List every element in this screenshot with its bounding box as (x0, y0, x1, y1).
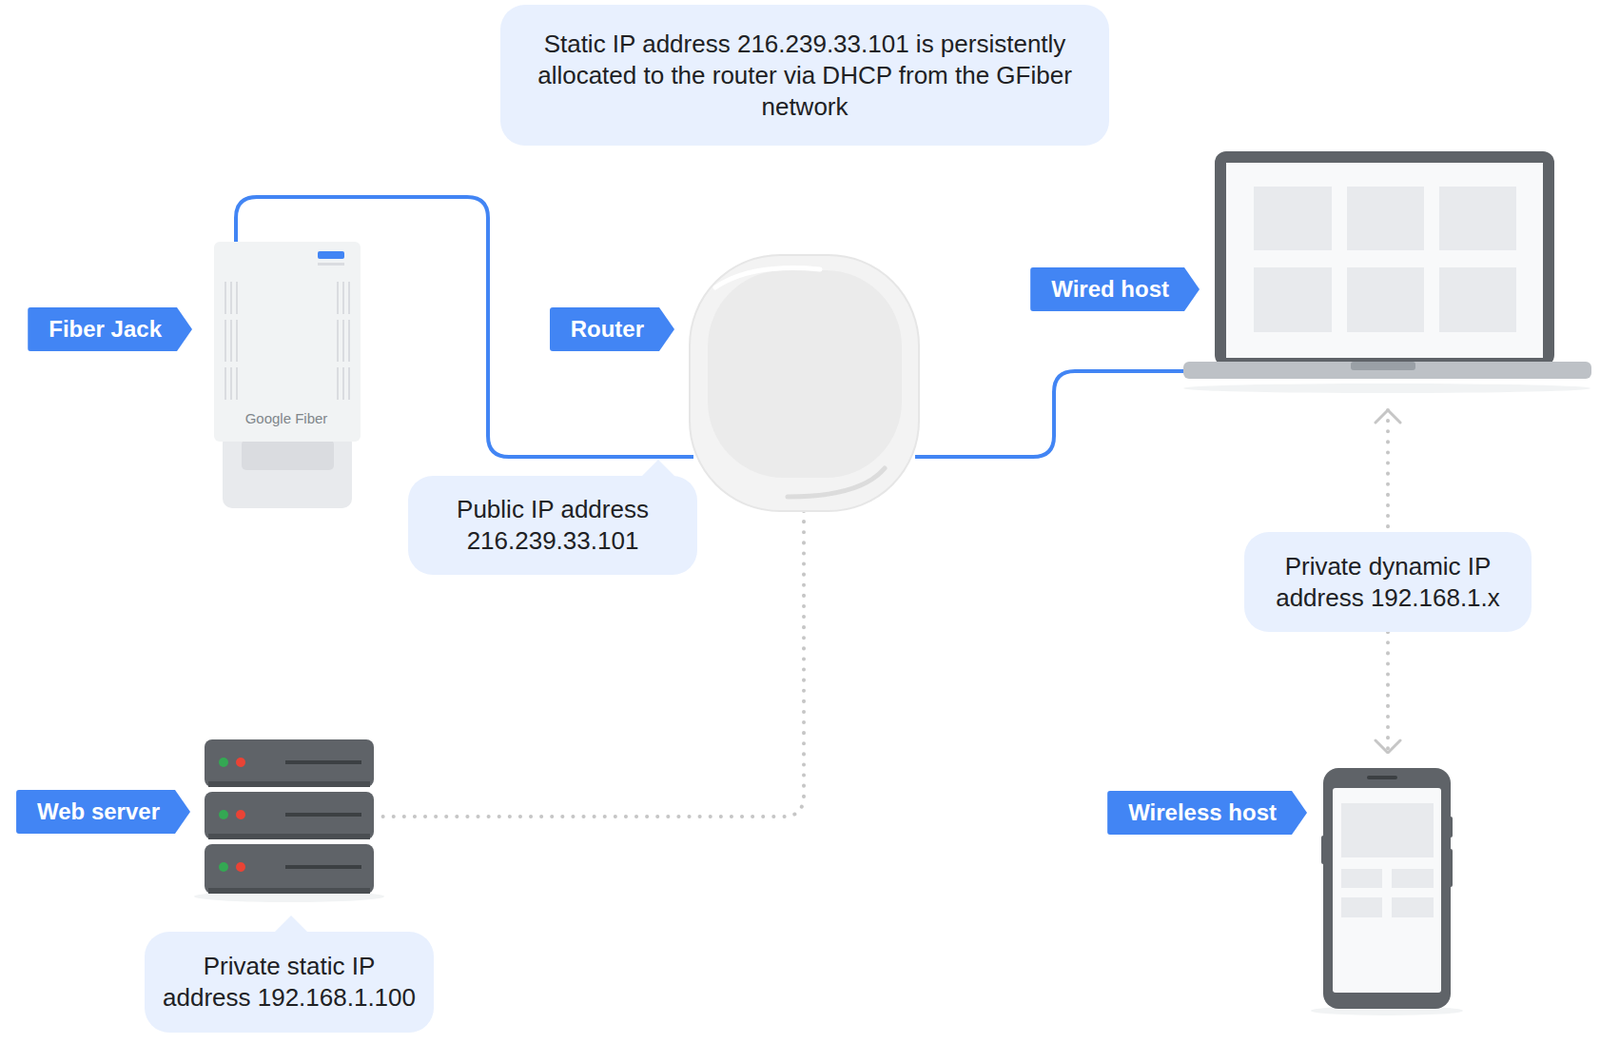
callout-bubble: Public IP address 216.239.33.101 (408, 475, 698, 575)
jack-vents (225, 281, 350, 400)
phone-body (1323, 767, 1451, 1009)
server-slots (285, 760, 362, 869)
callout-bubble: Private static IP address 192.168.1.100 (144, 931, 434, 1033)
server-shade (208, 780, 371, 894)
device-node: Wired host (1183, 151, 1592, 393)
status-led (235, 861, 246, 872)
screen-tiles (1253, 186, 1517, 332)
jack-light (317, 251, 345, 259)
callout-text: Static IP address 216.239.33.101 is pers… (530, 28, 1079, 123)
cable-link (915, 370, 1190, 457)
status-led (235, 809, 246, 820)
status-led (235, 757, 246, 767)
phone-screen (1332, 787, 1442, 993)
callout-bubble: Static IP address 216.239.33.101 is pers… (500, 4, 1110, 146)
phone-speaker (1366, 775, 1398, 780)
jack-light-base (317, 262, 345, 266)
callout-pointer (641, 459, 676, 477)
fiber-jack-art (214, 241, 361, 508)
device-node: Fiber Jack (214, 241, 361, 508)
status-led (218, 757, 229, 767)
laptop-art (1183, 151, 1592, 393)
phone-art (1310, 767, 1464, 1015)
status-led (218, 809, 229, 820)
device-label: Wireless host (1107, 790, 1308, 835)
laptop-shadow (1183, 383, 1591, 393)
callout-bubble: Private dynamic IP address 192.168.1.x (1244, 531, 1532, 632)
laptop-screen (1226, 162, 1543, 358)
jack-base (222, 432, 352, 508)
device-label: Web server (16, 789, 191, 834)
router-shell (689, 254, 919, 511)
laptop-base (1183, 361, 1592, 379)
laptop-lid (1214, 151, 1555, 367)
callout-text: Public IP address 216.239.33.101 (423, 493, 683, 557)
router-face (707, 270, 902, 478)
device-brand: Google Fiber (245, 409, 329, 427)
jack-port (241, 439, 334, 470)
router-shade (787, 468, 885, 497)
jack-body (214, 241, 361, 442)
router-highlight (715, 268, 820, 288)
callout-text: Private dynamic IP address 192.168.1.x (1257, 550, 1519, 614)
device-label: Wired host (1030, 267, 1200, 312)
router-art (689, 254, 919, 511)
device-node: Router (689, 254, 919, 511)
device-label: Router (549, 307, 675, 352)
phone-tiles (1341, 802, 1434, 918)
laptop-notch (1350, 361, 1416, 371)
status-led (218, 861, 229, 872)
callout-pointer (273, 915, 309, 933)
device-label: Fiber Jack (27, 307, 193, 352)
device-node: Web server (204, 739, 374, 898)
callout-text: Private static IP address 192.168.1.100 (157, 950, 421, 1014)
server-art (194, 739, 385, 902)
device-node: Wireless host (1323, 767, 1451, 1009)
